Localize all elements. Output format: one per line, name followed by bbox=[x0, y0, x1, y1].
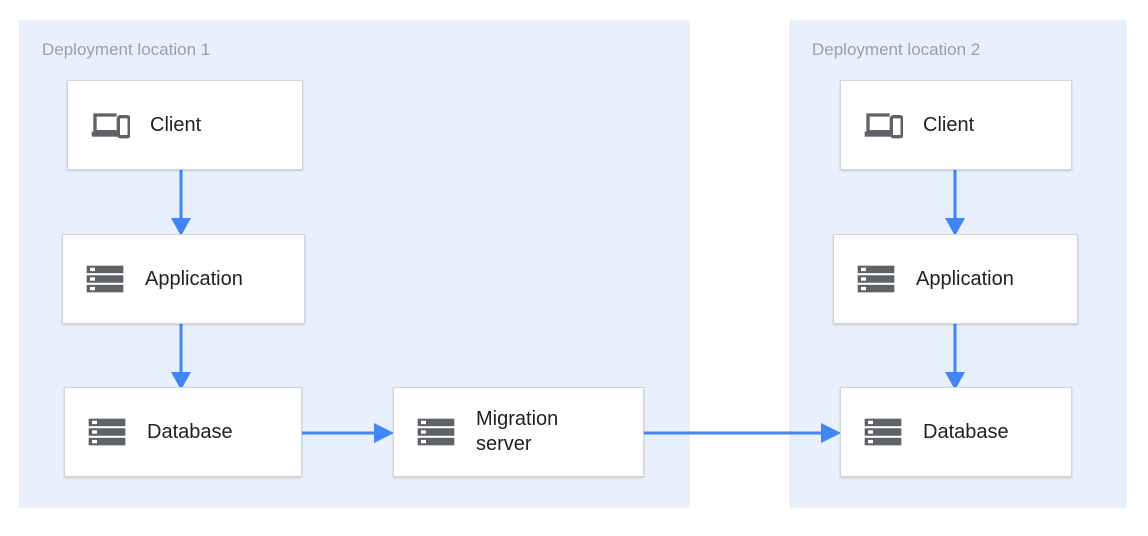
edge-app1-to-db1 bbox=[171, 322, 191, 390]
node-application-1-label: Application bbox=[145, 267, 243, 290]
node-application-2[interactable]: Application bbox=[833, 234, 1078, 324]
node-database-1[interactable]: Database bbox=[64, 387, 302, 477]
node-migration-server[interactable]: Migration server bbox=[393, 387, 644, 477]
node-client-1-label: Client bbox=[150, 113, 202, 136]
edge-db1-to-migration-server bbox=[300, 423, 394, 443]
deployment-zone-2-label: Deployment location 2 bbox=[812, 40, 981, 59]
edge-client2-to-app2 bbox=[945, 168, 965, 236]
devices-icon bbox=[91, 113, 130, 139]
deployment-zone-1-label: Deployment location 1 bbox=[42, 40, 211, 59]
node-database-2-label: Database bbox=[923, 420, 1009, 443]
node-client-1[interactable]: Client bbox=[67, 80, 303, 170]
server-icon bbox=[417, 418, 455, 446]
node-application-2-label: Application bbox=[916, 267, 1014, 290]
devices-icon bbox=[864, 113, 903, 139]
node-client-2[interactable]: Client bbox=[840, 80, 1072, 170]
node-database-2[interactable]: Database bbox=[840, 387, 1072, 477]
edge-client1-to-app1 bbox=[171, 168, 191, 236]
node-database-1-label: Database bbox=[147, 420, 233, 443]
node-application-1[interactable]: Application bbox=[62, 234, 305, 324]
edge-migration-server-to-db2 bbox=[643, 423, 841, 443]
node-migration-server-label: Migration server bbox=[476, 408, 559, 455]
edge-app2-to-db2 bbox=[945, 322, 965, 390]
server-icon bbox=[857, 265, 895, 293]
server-icon bbox=[88, 418, 126, 446]
node-client-2-label: Client bbox=[923, 113, 975, 136]
server-icon bbox=[86, 265, 124, 293]
server-icon bbox=[864, 418, 902, 446]
